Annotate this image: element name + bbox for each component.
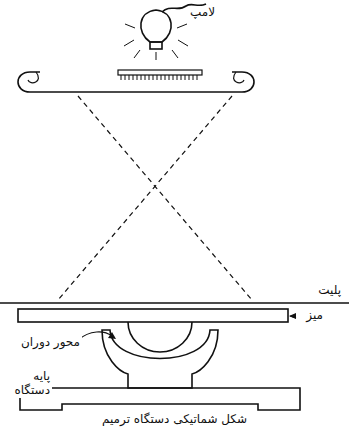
- table-arrowhead: [289, 313, 296, 319]
- cradle: [102, 330, 218, 388]
- table: [18, 309, 288, 322]
- lamp-base: [150, 42, 162, 49]
- reflector-curl-right: [234, 72, 244, 83]
- reflector-curl-left: [28, 72, 38, 83]
- lamp-bulb: [141, 10, 171, 42]
- part-label: محور دوران: [8, 336, 82, 350]
- plate-line: [0, 302, 349, 303]
- part-label: لامپ: [188, 6, 217, 20]
- light-rays: [124, 24, 188, 60]
- figure-caption: شکل شماتیکی دستگاه ترمیم: [100, 413, 249, 427]
- device-base: [20, 388, 300, 410]
- rotation-hemisphere: [128, 322, 192, 352]
- part-label: پایه دستگاه: [2, 370, 52, 398]
- light-cone: [58, 96, 252, 300]
- diffuser-screen: [118, 70, 202, 75]
- axis-arrowhead: [108, 332, 116, 339]
- part-label: میز: [304, 309, 325, 323]
- axis-leader: [78, 332, 112, 340]
- diffuser-teeth: [121, 75, 197, 80]
- part-label: پلیت: [316, 284, 343, 298]
